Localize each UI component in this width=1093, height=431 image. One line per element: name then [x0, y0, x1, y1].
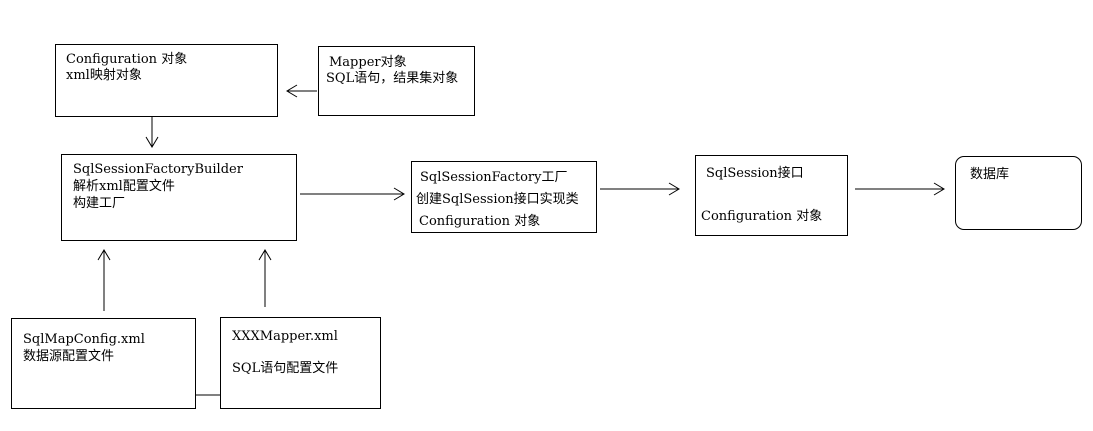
xxxmapper-box [220, 317, 381, 409]
factory-line3: Configuration 对象 [419, 214, 541, 229]
sqlmapconfig-box [11, 318, 196, 409]
xxxmapper-line2: SQL语句配置文件 [232, 361, 339, 376]
factory-box [411, 161, 597, 233]
database-line1: 数据库 [970, 167, 1010, 182]
builder-line1: SqlSessionFactoryBuilder [73, 162, 243, 177]
configuration-line1: Configuration 对象 [66, 52, 188, 67]
factory-line2: 创建SqlSession接口实现类 [416, 192, 579, 207]
xxxmapper-line1: XXXMapper.xml [232, 329, 338, 344]
mapper-box [318, 46, 475, 116]
session-line1: SqlSession接口 [706, 166, 804, 181]
mapper-line2: SQL语句，结果集对象 [326, 71, 459, 86]
arrowhead-mapper-to-configuration [286, 84, 298, 98]
arrowhead-configuration-to-builder [145, 136, 159, 148]
arrowhead-sqlmapconfig-to-builder [97, 249, 111, 261]
arrowhead-factory-to-session [668, 182, 680, 196]
builder-line2: 解析xml配置文件 [73, 179, 175, 194]
builder-box [61, 154, 297, 241]
arrowhead-builder-to-factory [393, 187, 405, 201]
sqlmapconfig-line1: SqlMapConfig.xml [23, 332, 145, 347]
arrowhead-xxxmapper-to-builder [258, 249, 272, 261]
builder-line3: 构建工厂 [73, 196, 126, 211]
sqlmapconfig-line2: 数据源配置文件 [23, 349, 115, 364]
factory-line1: SqlSessionFactory工厂 [420, 170, 568, 185]
configuration-line2: xml映射对象 [66, 68, 142, 83]
mapper-line1: Mapper对象 [329, 55, 407, 70]
database-box [955, 156, 1082, 230]
session-box [695, 155, 848, 236]
configuration-box [55, 44, 278, 117]
arrowhead-session-to-database [933, 182, 945, 196]
session-line2: Configuration 对象 [701, 209, 823, 224]
